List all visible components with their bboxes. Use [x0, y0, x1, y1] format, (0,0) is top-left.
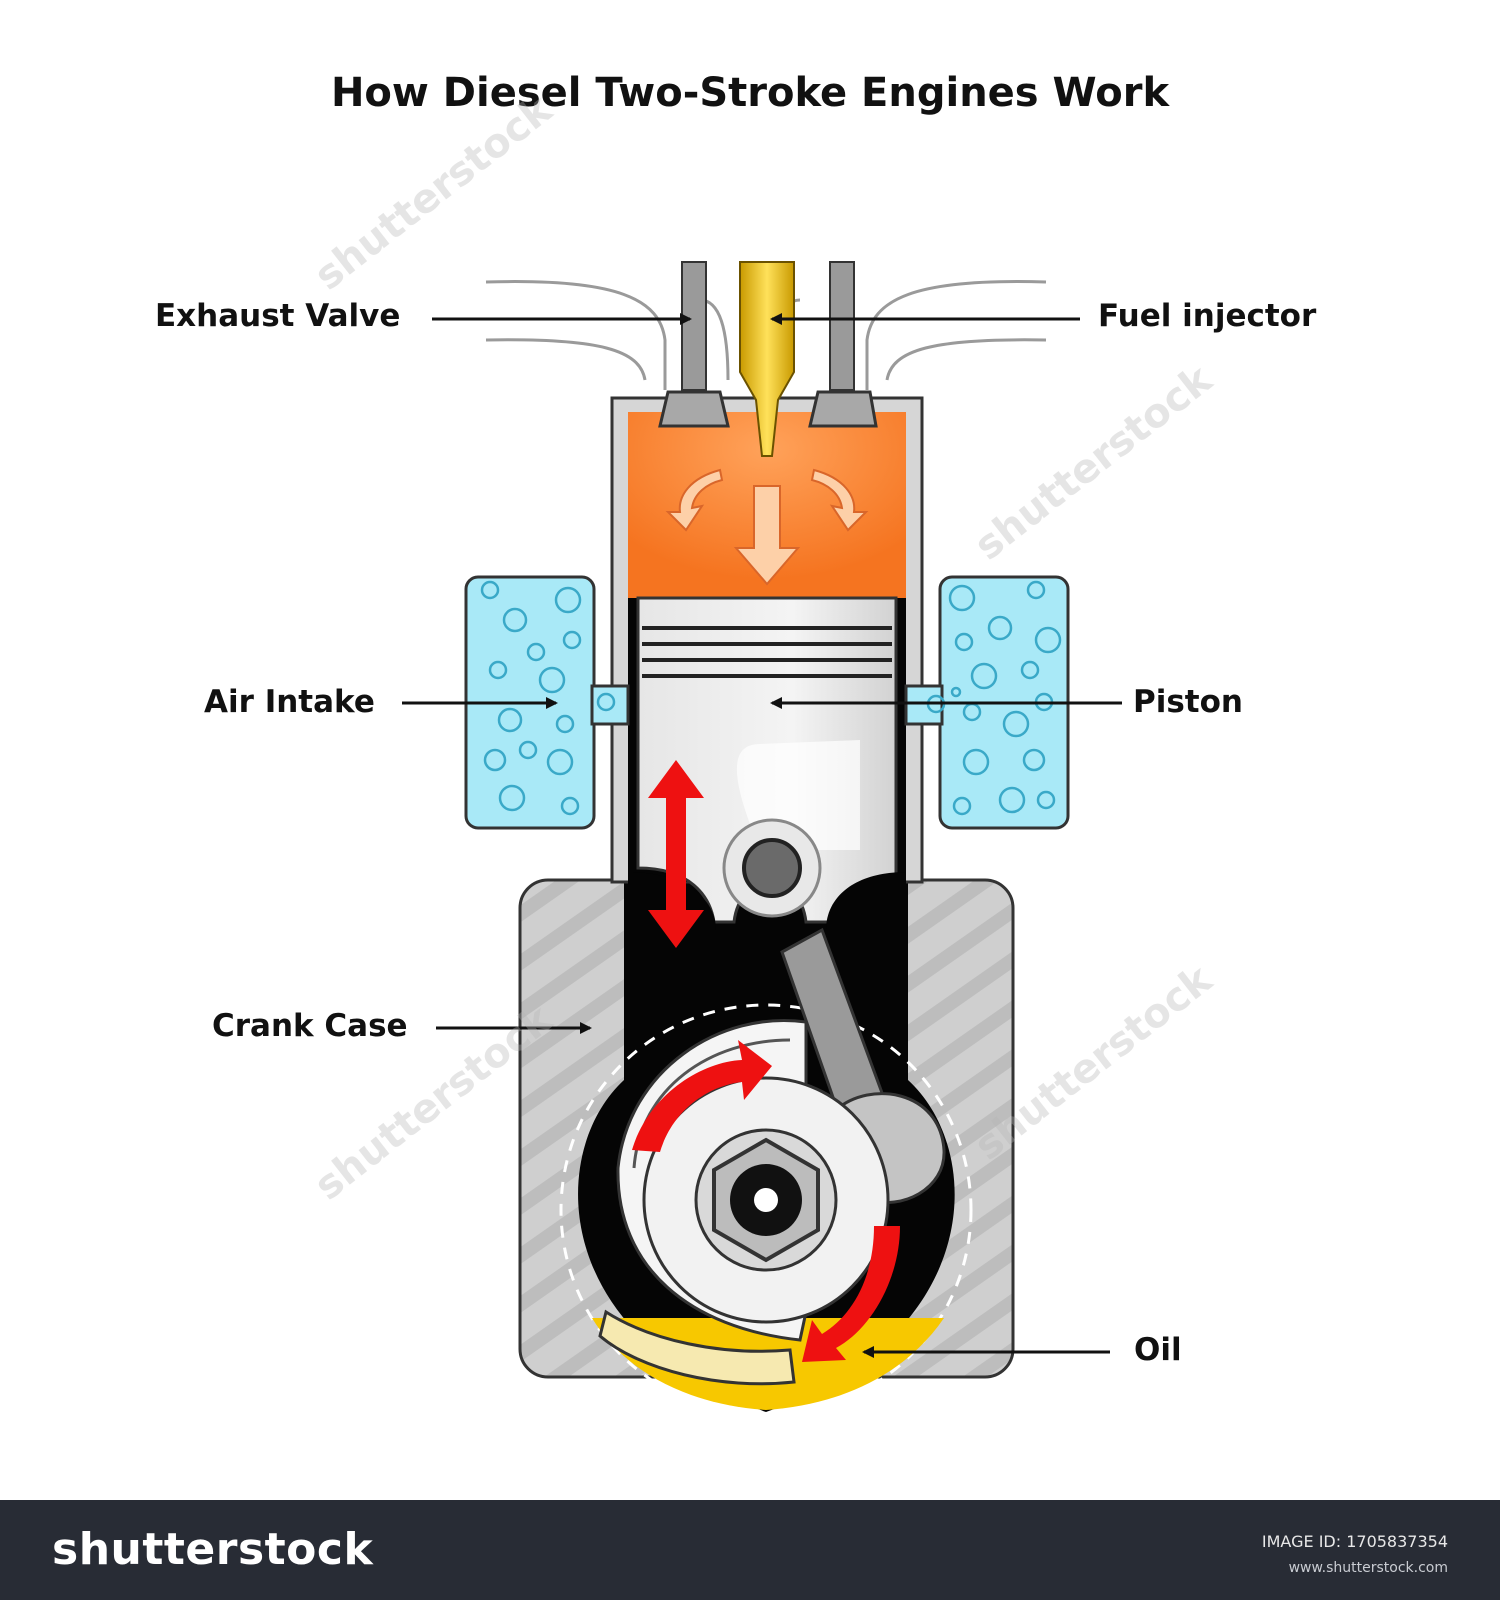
crank-rotation-arrows-icon — [632, 1040, 900, 1362]
fuel-injector — [739, 261, 795, 457]
footer-bar: shutterstock IMAGE ID: 1705837354 www.sh… — [0, 1500, 1500, 1600]
crankshaft — [598, 1019, 890, 1386]
crank-outline — [559, 1003, 973, 1417]
combustion-arrows-icon — [665, 468, 869, 586]
label-exhaust-valve: Exhaust Valve — [155, 298, 401, 334]
leader-lines — [402, 313, 1122, 1358]
air-bubbles — [480, 580, 1062, 816]
exhaust-valve-right — [808, 261, 878, 428]
footer-logo[interactable]: shutterstock — [52, 1524, 374, 1575]
image-id-text: IMAGE ID: 1705837354 — [1261, 1532, 1448, 1551]
piston-motion-arrow-icon — [648, 760, 704, 948]
engine-diagram — [402, 261, 1122, 1417]
exhaust-valve-left — [658, 261, 730, 428]
label-piston: Piston — [1133, 684, 1243, 720]
label-fuel-injector: Fuel injector — [1098, 298, 1317, 334]
footer-url-link[interactable]: www.shutterstock.com — [1288, 1560, 1448, 1576]
piston — [636, 596, 898, 924]
label-crank-case: Crank Case — [212, 1008, 408, 1044]
label-air-intake: Air Intake — [204, 684, 375, 720]
page-title: How Diesel Two-Stroke Engines Work — [330, 70, 1170, 116]
label-oil: Oil — [1134, 1332, 1182, 1368]
